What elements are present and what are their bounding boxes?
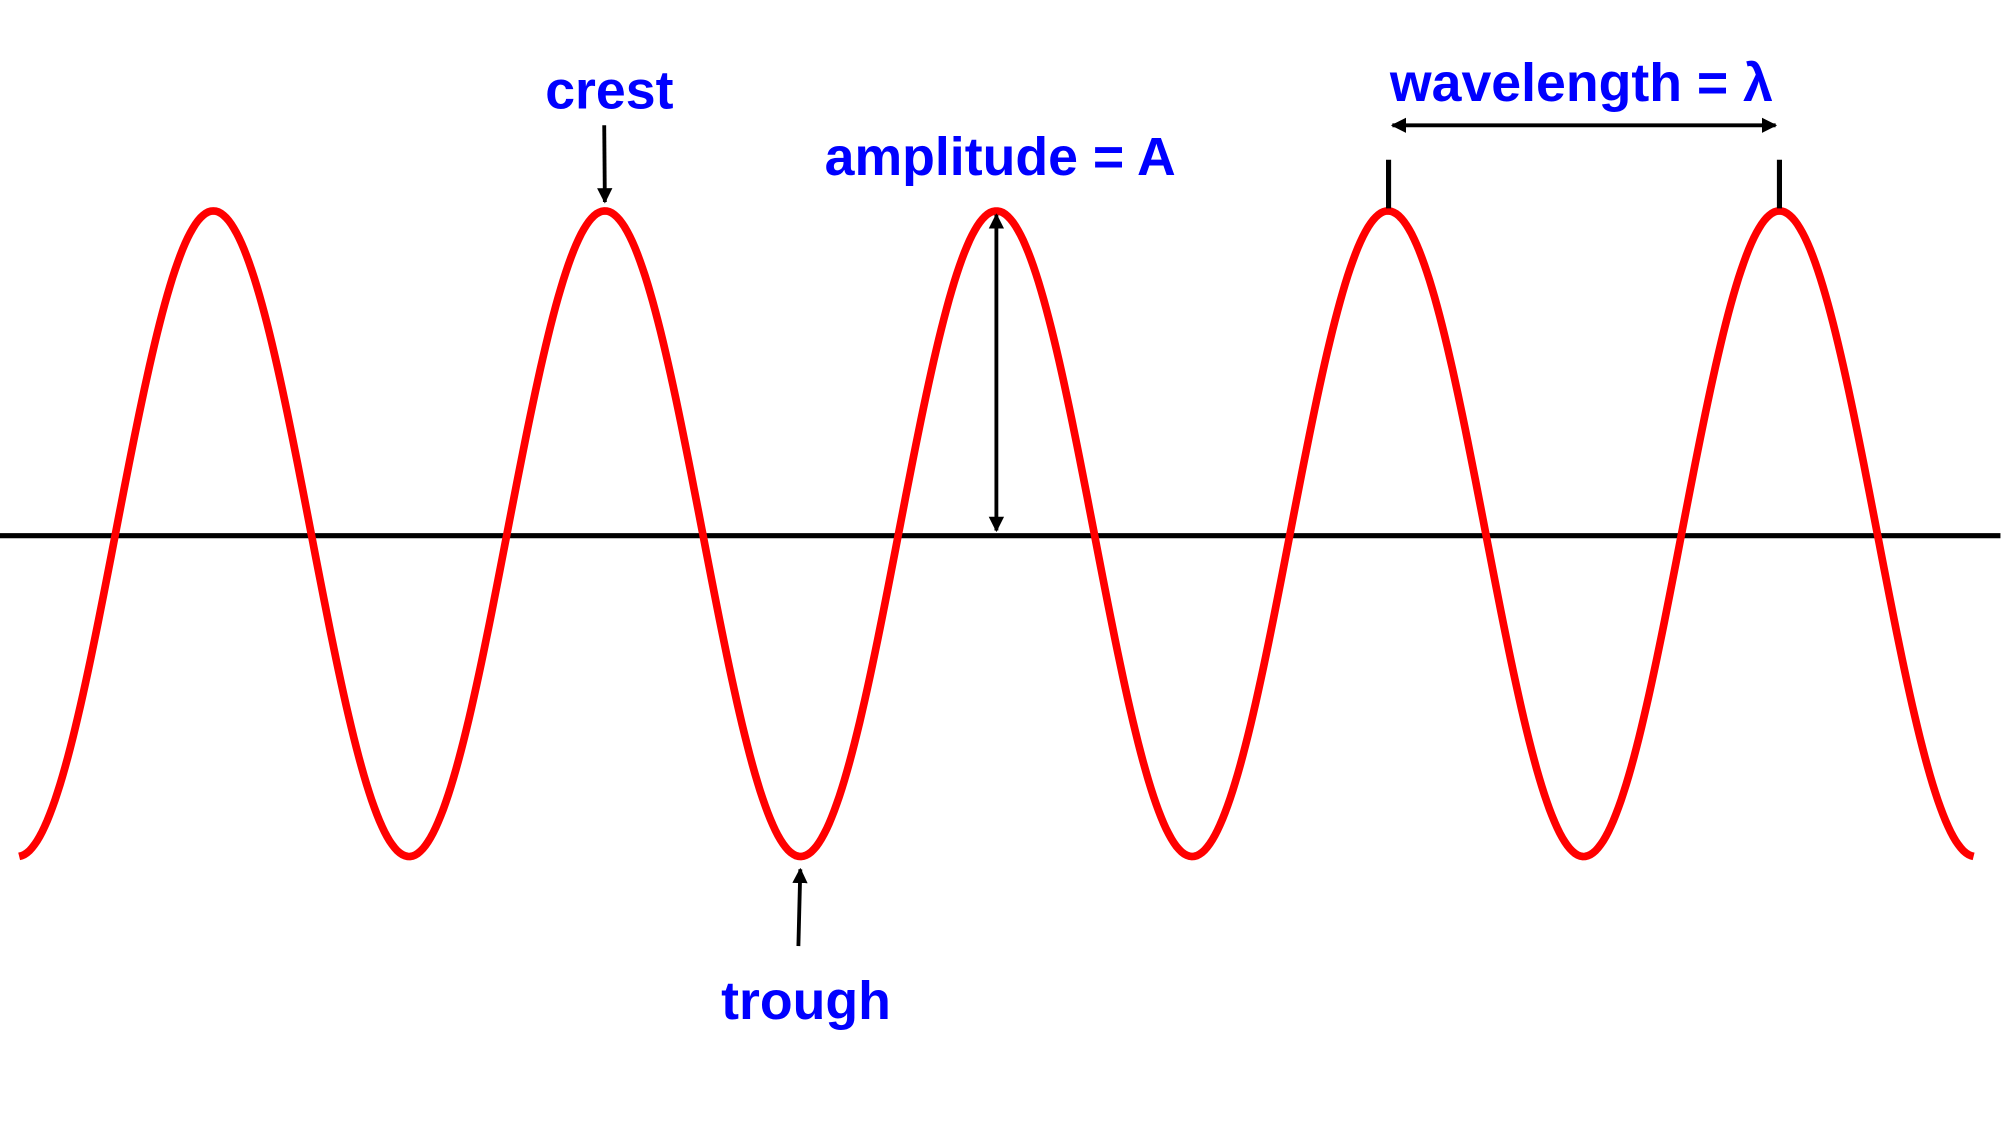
trough-arrow xyxy=(792,867,808,947)
crest-arrow xyxy=(597,125,613,204)
wavelength-label: wavelength = λ xyxy=(1389,53,1773,113)
crest-label: crest xyxy=(545,61,673,121)
sine-wave xyxy=(18,207,1975,861)
amplitude-label: amplitude = A xyxy=(825,127,1176,187)
trough-label: trough xyxy=(721,971,891,1031)
